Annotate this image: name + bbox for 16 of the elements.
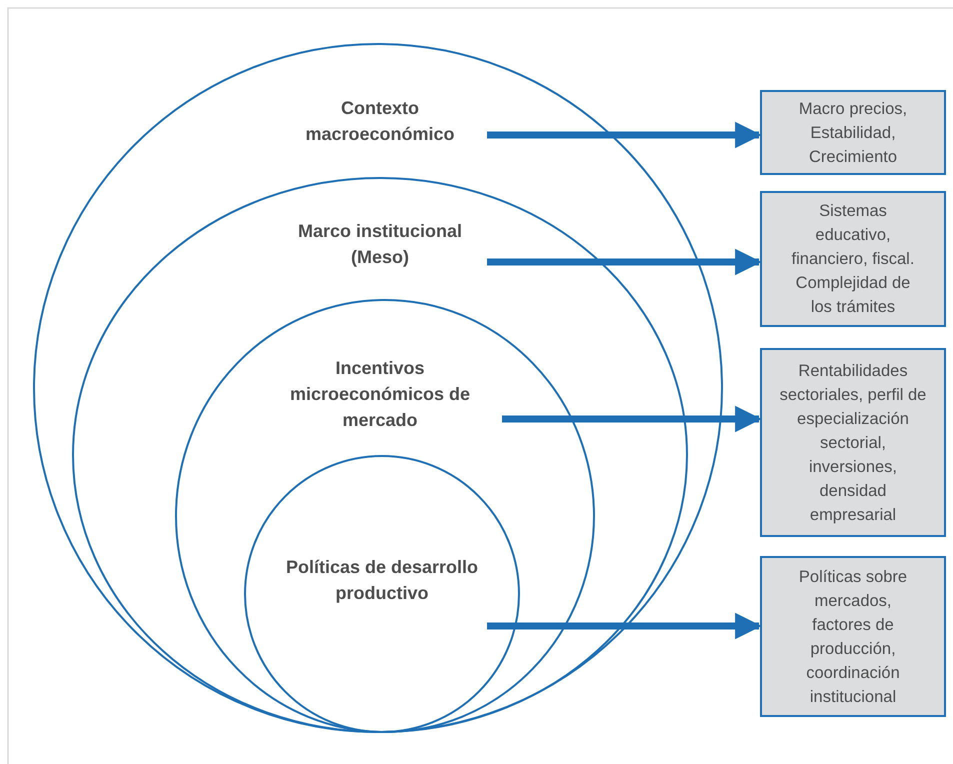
box-text: Políticas sobre mercados, factores de producción, coordinación institucional <box>798 566 908 708</box>
text-box <box>760 348 946 537</box>
circle-label: Incentivos microeconómicos de mercado <box>288 357 472 432</box>
circle-label: Contexto macroeconómico <box>304 97 456 146</box>
arrow <box>487 122 762 148</box>
arrow <box>502 406 762 432</box>
arrow <box>487 612 762 640</box>
box-text: Rentabilidades sectoriales, perfil de especialización sectorial, inversiones, densidad empresarial <box>778 360 928 526</box>
arrow <box>487 248 762 276</box>
text-box <box>760 556 946 717</box>
circle-label: Políticas de desarrollo productivo <box>284 556 480 605</box>
box-text: Macro precios, Estabilidad, Crecimiento <box>798 98 908 168</box>
box-text: Sistemas educativo, financiero, fiscal. Complejidad de los trámites <box>790 201 916 318</box>
text-box <box>760 90 946 175</box>
circle-label: Marco institucional (Meso) <box>296 220 464 269</box>
text-box <box>760 191 946 327</box>
